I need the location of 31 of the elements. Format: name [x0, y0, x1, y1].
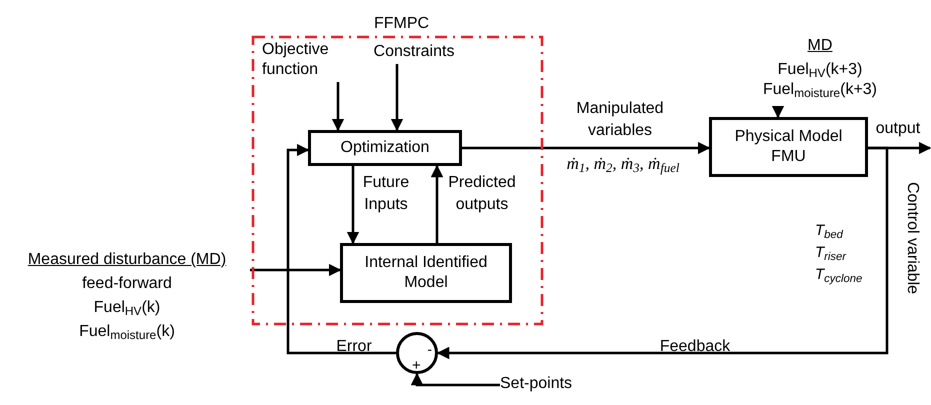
process-box: Internal Identified Model	[340, 243, 512, 303]
arrow	[286, 144, 396, 354]
edge-label: Predicted outputs	[447, 173, 517, 215]
arrow	[250, 264, 342, 276]
arrow	[390, 64, 404, 132]
group-title: FFMPC	[374, 14, 430, 34]
disturbance-label: Measured disturbance (MD) feed-forward Fuel$_{HV}$(k) Fuel$_{moisture}$(k)	[4, 250, 250, 348]
arrow	[772, 106, 784, 118]
input-label: Objective function	[262, 40, 342, 82]
edge-label: Error	[335, 337, 373, 357]
variable-list: ṁ$_{1}$, ṁ$_{2}$, ṁ$_{3}$, ṁ$_{fuel}$	[548, 152, 698, 176]
summing-junction: - +	[396, 332, 438, 374]
arrow	[410, 372, 500, 386]
disturbance-label: MD Fuel$_{HV}$(k+3) Fuel$_{moisture}$(k+3)	[752, 36, 888, 106]
arrow	[436, 146, 888, 360]
process-box: Physical Model FMU	[709, 117, 868, 177]
arrow	[462, 142, 710, 154]
variable-label: T$_{riser}$	[815, 243, 848, 264]
edge-label: Feedback	[658, 337, 732, 357]
process-box: Optimization	[308, 130, 462, 166]
variable-label: T$_{bed}$	[815, 221, 844, 242]
input-label: Constraints	[362, 42, 466, 64]
arrow	[332, 82, 344, 132]
edge-label: Manipulated variables	[575, 99, 665, 141]
edge-label: output	[874, 119, 922, 139]
arrow	[430, 164, 444, 243]
edge-label: Future Inputs	[362, 173, 410, 215]
arrow	[346, 166, 360, 244]
axis-label: Control variable	[903, 180, 922, 296]
input-label: Set-points	[500, 374, 596, 396]
variable-label: T$_{cyclone}$	[815, 265, 864, 286]
